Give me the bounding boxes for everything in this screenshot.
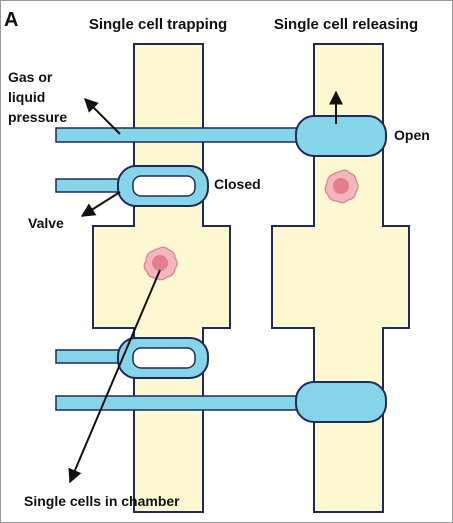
released-cell-nucleus [333, 178, 349, 194]
label-closed: Closed [214, 176, 261, 192]
releasing-lower-valve [295, 381, 387, 423]
valve-arrow [80, 191, 121, 217]
label-single-cells: Single cells in chamber [24, 493, 180, 509]
label-gas-line1: Gas or [8, 69, 53, 85]
title-releasing: Single cell releasing [274, 16, 418, 33]
label-gas-line3: pressure [8, 109, 67, 125]
label-gas-line2: liquid [8, 89, 45, 105]
closed-valve-window [132, 175, 196, 197]
trapped-cell [143, 246, 178, 281]
closed-valve-upper [117, 165, 209, 207]
label-open: Open [394, 127, 430, 143]
open-valve [295, 115, 387, 157]
releasing-channel [271, 43, 410, 513]
closed-valve-lower [117, 337, 209, 379]
panel-letter: A [4, 9, 18, 31]
valve-inlet-closed-upper [55, 178, 123, 193]
cell-chamber-arrow [68, 269, 161, 484]
closed-valve-lower-window [132, 347, 196, 369]
releasing-channel-body [271, 43, 410, 513]
released-cell [324, 169, 359, 204]
pressure-line-upper [55, 127, 301, 143]
valve-inlet-lower-left [55, 349, 123, 364]
title-trapping: Single cell trapping [89, 16, 227, 33]
gas-pressure-arrow [84, 98, 121, 135]
label-valve: Valve [28, 215, 64, 231]
trapped-cell-nucleus [152, 255, 168, 271]
pressure-line-lower [55, 395, 301, 411]
